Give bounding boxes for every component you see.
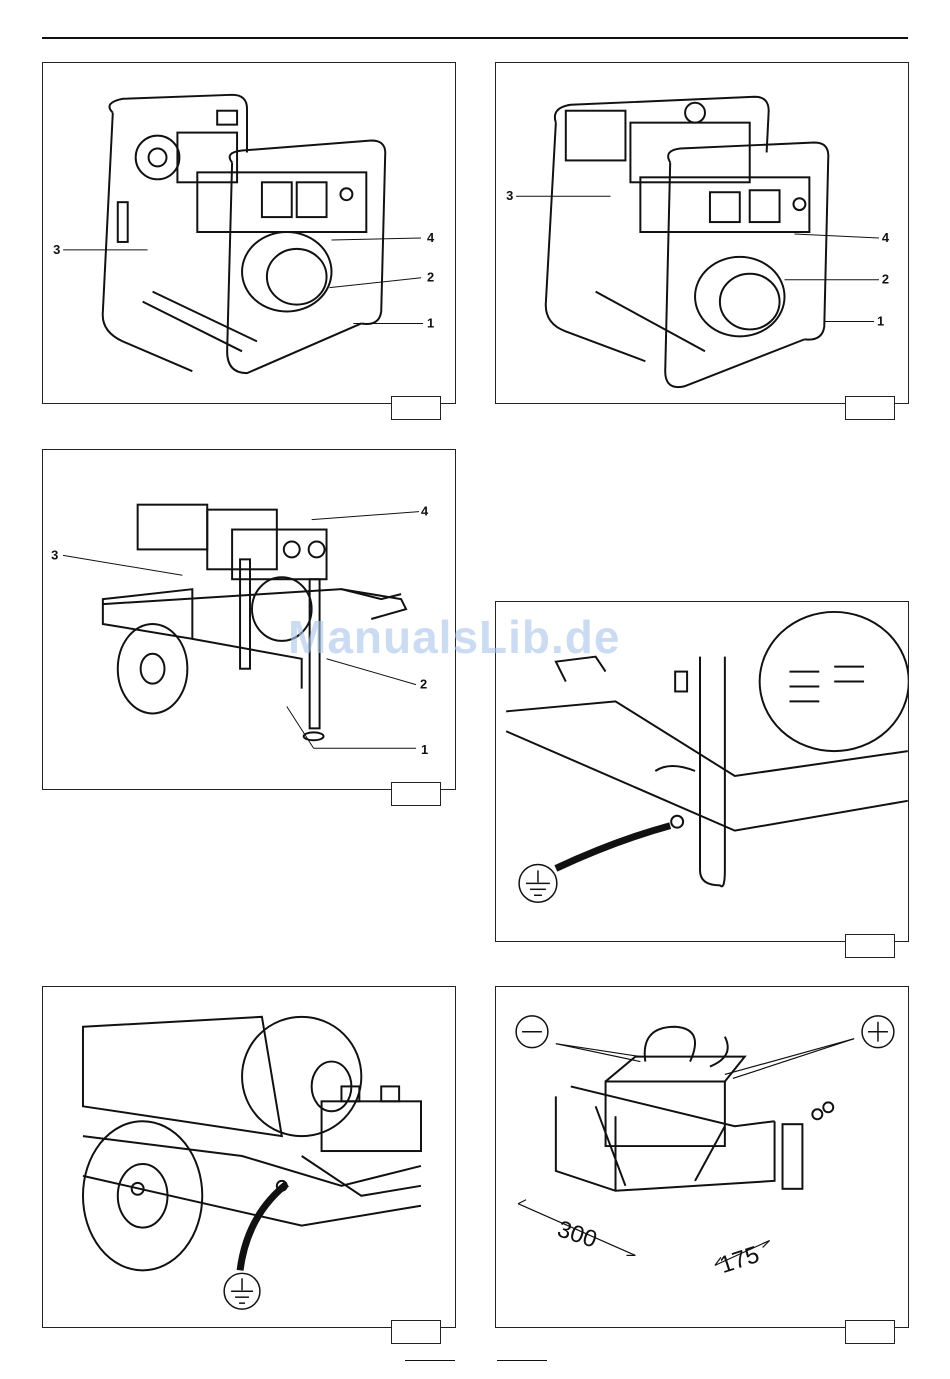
figure-number-tab-6	[845, 1320, 895, 1344]
callout-4: 4	[421, 504, 429, 519]
callout-3: 3	[51, 547, 58, 562]
dimension-300: 300	[554, 1216, 600, 1254]
figure-panel-5	[42, 986, 456, 1328]
ground-symbol	[224, 1273, 260, 1309]
callout-2: 2	[427, 270, 434, 285]
callout-3: 3	[506, 188, 513, 203]
generator-illustration-2: 3 4 2 1	[496, 63, 908, 403]
plus-symbol	[862, 1016, 894, 1048]
callout-4: 4	[882, 230, 890, 245]
figure-number-tab-2	[845, 396, 895, 420]
figure-number-tab-4	[845, 934, 895, 958]
figure-panel-2: 3 4 2 1	[495, 62, 909, 404]
figure-number-tab-5	[391, 1320, 441, 1344]
callout-2: 2	[420, 677, 427, 692]
dimension-175: 175	[716, 1241, 762, 1279]
callout-1: 1	[877, 313, 884, 328]
callout-1: 1	[421, 742, 428, 757]
figure-panel-1: 3 2 4 1	[42, 62, 456, 404]
watermark-text: ManualsLib.de	[288, 610, 620, 664]
header-rule	[42, 37, 908, 39]
minus-symbol	[516, 1016, 548, 1048]
figure-panel-6: 300 175	[495, 986, 909, 1328]
ground-symbol	[519, 864, 557, 902]
footer-rule-right	[497, 1360, 547, 1361]
callout-1: 1	[427, 315, 434, 330]
ground-connection-illustration-wheeled	[43, 987, 455, 1327]
footer-rule-left	[405, 1360, 455, 1361]
callout-2: 2	[882, 272, 889, 287]
generator-illustration-1: 3 2 4 1	[43, 63, 455, 403]
battery-tray-illustration: 300 175	[496, 987, 908, 1327]
figure-number-tab-1	[391, 396, 441, 420]
callout-3: 3	[53, 242, 60, 257]
figure-number-tab-3	[391, 782, 441, 806]
callout-4: 4	[427, 230, 435, 245]
